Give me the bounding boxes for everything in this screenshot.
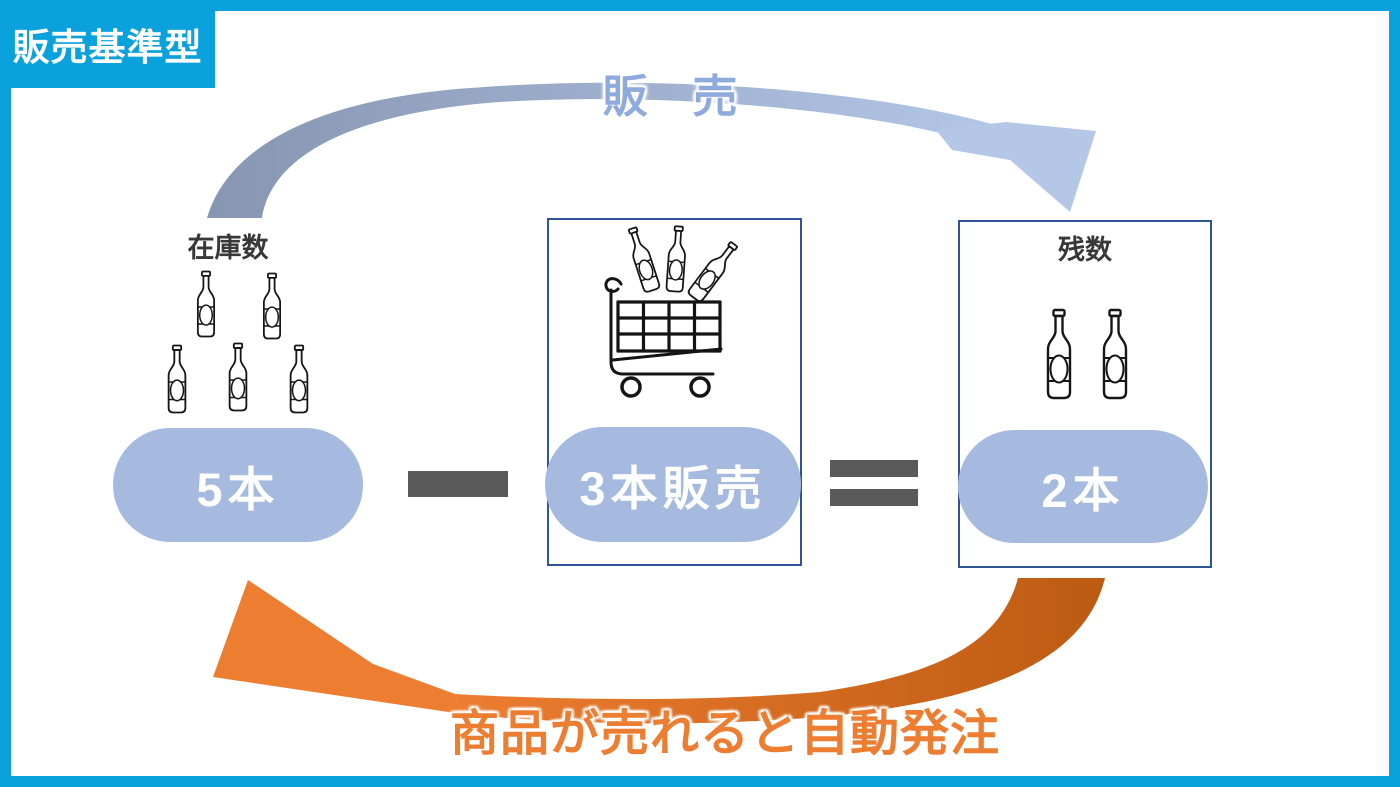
inventory-count-label: 5本 [196,462,280,516]
remaining-box [958,220,1212,568]
inventory-count-pill: 5本 [113,428,363,542]
slide-title: 販売基準型 [12,27,203,68]
shopping-cart-icon [604,224,742,398]
remaining-count-pill: 2本 [958,430,1208,543]
slide-title-badge: 販売基準型 [0,0,215,88]
minus-icon [408,471,508,497]
sold-count-pill: 3本販売 [545,427,801,542]
remaining-title: 残数 [1058,235,1112,265]
reorder-arrow [213,578,1105,724]
inventory-title: 在庫数 [187,233,269,263]
bottle-icon [167,344,187,414]
remaining-count-label: 2本 [1041,464,1125,517]
bottle-icon [262,272,282,340]
sales-flow-label: 販 売 [602,71,738,122]
sales-arrow [207,82,1096,218]
sold-box [547,218,802,566]
reorder-flow-label: 商品が売れると自動発注 [449,707,1000,761]
sold-count-label: 3本販売 [579,462,767,515]
inventory-bottles [167,270,309,414]
cart-grid [616,300,722,353]
cart-wheel [620,376,642,398]
bottle-icon [228,342,248,412]
reorder-arrow-head [213,580,462,714]
reorder-arrow-band [455,578,1105,724]
equals-icon [830,460,918,506]
cart-wheel [689,376,711,398]
bottle-icon [289,344,309,414]
bottle-icon [196,270,216,338]
sales-arrow-head [936,122,1096,212]
